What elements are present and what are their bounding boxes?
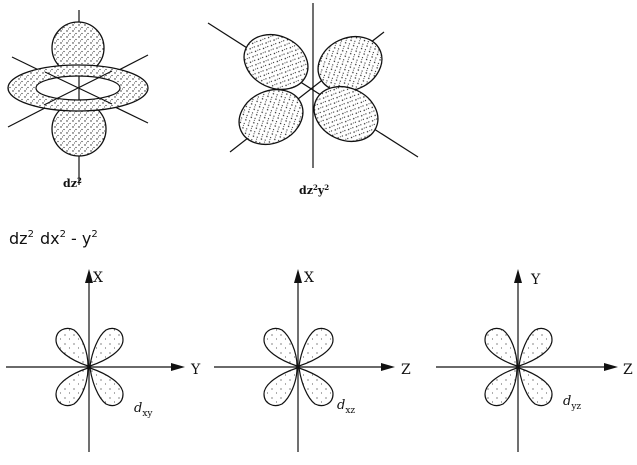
dz2-caption: dz2 — [63, 176, 82, 190]
dyz-lobe-lower-right — [518, 367, 553, 407]
dxy-lobe-lower-left — [55, 367, 89, 407]
dyz-lobe-upper-left — [484, 327, 518, 367]
dyz-orbital: Y Z dyz — [436, 269, 633, 452]
dx2y2-lobe-upper-right — [317, 35, 383, 93]
dxy-lobe-upper-left — [55, 327, 89, 367]
dxz-lobe-lower-left — [263, 367, 298, 407]
dxy-vertical-axis-label: X — [93, 270, 103, 286]
dxz-lobe-upper-right — [298, 327, 334, 367]
dyz-lobe-upper-right — [518, 327, 553, 367]
dxy-horizontal-arrowhead — [171, 363, 185, 371]
dxz-vertical-arrowhead — [294, 269, 302, 283]
dx2y2-orbital: dz2y2 — [207, 3, 419, 197]
dx2y2-lobe-lower-left — [238, 88, 304, 146]
dxz-lobe-upper-left — [263, 327, 298, 367]
dx2y2-diagonal-axis-1 — [207, 22, 419, 158]
dz2-orbital: dz2 — [7, 10, 149, 190]
dxz-lobe-lower-right — [298, 367, 334, 407]
dxy-orbital: X Y dxy — [6, 269, 201, 452]
dyz-horizontal-axis-label: Z — [623, 362, 633, 378]
dxy-label: dxy — [134, 401, 153, 419]
dxz-vertical-axis-label: X — [304, 270, 314, 286]
dxy-vertical-arrowhead — [85, 269, 93, 283]
dxz-label: dxz — [337, 398, 355, 416]
dyz-horizontal-arrowhead — [604, 363, 618, 371]
dx2y2-caption: dz2y2 — [299, 183, 329, 197]
dxz-horizontal-axis-label: Z — [401, 362, 411, 378]
dxz-horizontal-arrowhead — [381, 363, 395, 371]
dyz-label: dyz — [563, 394, 581, 412]
dxy-horizontal-axis-label: Y — [190, 362, 201, 378]
dxy-lobe-lower-right — [89, 367, 124, 407]
dxz-orbital: X Z dxz — [214, 269, 411, 452]
dyz-vertical-arrowhead — [514, 269, 522, 283]
dyz-lobe-lower-left — [484, 367, 518, 407]
dxy-lobe-upper-right — [89, 327, 124, 367]
dx2y2-lobe-lower-right — [313, 85, 379, 143]
dx2y2-lobe-upper-left — [243, 33, 309, 91]
dyz-vertical-axis-label: Y — [530, 272, 541, 288]
